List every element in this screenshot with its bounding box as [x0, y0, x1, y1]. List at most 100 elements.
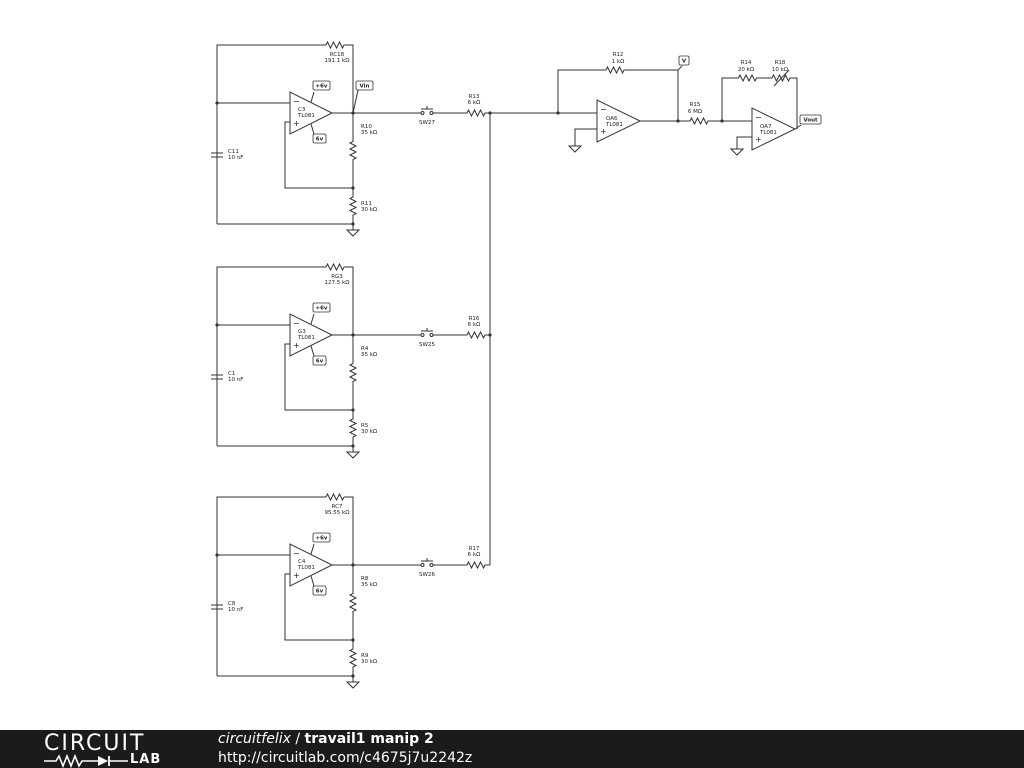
opamp-part: TL081 [297, 335, 315, 341]
feedback-resistor-value: 127.5 kΩ [325, 280, 350, 286]
opamp-triangle [289, 543, 334, 587]
wire [677, 65, 683, 71]
summing-resistor-value: 6 kΩ [468, 552, 481, 558]
feedback-resistor[interactable] [325, 492, 345, 502]
ground-icon [729, 145, 745, 156]
switch-contact [429, 333, 434, 337]
stage-switch[interactable] [418, 328, 436, 337]
divider-resistor-bottom[interactable] [348, 640, 358, 676]
r18-value: 10 kΩ [772, 67, 788, 73]
supply-negative-flag[interactable]: 6v [312, 355, 327, 366]
stage-switch[interactable] [418, 558, 436, 567]
timing-capacitor[interactable] [211, 140, 223, 170]
divider-top-name: R8 [361, 576, 369, 582]
junction-dot [720, 119, 724, 123]
divider-resistor-top[interactable] [348, 335, 358, 410]
wire [284, 343, 353, 411]
wire [557, 69, 600, 113]
divider-resistor-top[interactable] [348, 565, 358, 640]
divider-resistor-bottom[interactable] [348, 188, 358, 224]
ground-icon [345, 448, 361, 459]
stage-switch[interactable] [418, 106, 436, 115]
net-flag-label: Vout [803, 118, 818, 124]
switch-name: SW26 [419, 572, 435, 578]
plus-sign: + [293, 119, 300, 128]
summer-feedback-resistor[interactable] [600, 65, 630, 75]
minus-sign: − [293, 549, 300, 558]
wire [284, 121, 353, 189]
switch-contact [429, 563, 434, 567]
net-flag-label: 6v [316, 359, 324, 365]
summer-opamp[interactable]: −+ [596, 99, 642, 143]
summing-resistor[interactable] [462, 560, 490, 570]
ground-triangle [567, 145, 583, 153]
switch-contact [420, 333, 425, 337]
supply-negative-flag[interactable]: 6v [312, 585, 327, 596]
output-opamp-part: TL081 [759, 130, 777, 136]
vout-flag[interactable]: Vout [799, 114, 822, 125]
switch-name: SW25 [419, 342, 435, 348]
supply-positive-flag[interactable]: +6v [312, 80, 331, 91]
wire [791, 77, 798, 129]
divider-bottom-name: R9 [361, 653, 369, 659]
timing-capacitor[interactable] [211, 592, 223, 622]
net-flag-label: Vin [360, 84, 370, 90]
net-flag-box [312, 532, 331, 543]
opamp-part: TL081 [297, 565, 315, 571]
oscillator-opamp[interactable]: −+ [289, 91, 334, 135]
supply-positive-flag[interactable]: +6v [312, 302, 331, 313]
ground-icon [567, 142, 583, 153]
v-flag[interactable]: V [678, 55, 690, 66]
opamp-part: TL081 [297, 113, 315, 119]
net-flag-box [355, 80, 374, 91]
supply-positive-flag[interactable]: +6v [312, 532, 331, 543]
opamp-name: G3 [298, 329, 306, 335]
feedback-resistor[interactable] [325, 262, 345, 272]
wire [352, 89, 359, 114]
opamp-triangle [289, 313, 334, 357]
supply-negative-flag[interactable]: 6v [312, 133, 327, 144]
wire [310, 345, 315, 357]
output-opamp[interactable]: −+ [751, 107, 797, 151]
divider-bottom-value: 30 kΩ [361, 429, 377, 435]
resistor-r14[interactable] [738, 73, 757, 83]
oscillator-opamp[interactable]: −+ [289, 543, 334, 587]
summer-feedback-name: R12 [613, 52, 624, 58]
summer-opamp-part: TL081 [605, 122, 623, 128]
capacitor-name: C11 [228, 149, 239, 155]
summing-resistor-name: R17 [469, 546, 480, 552]
net-flag-box [312, 80, 331, 91]
feedback-resistor[interactable] [325, 40, 345, 50]
net-flag-label: +6v [315, 536, 327, 542]
minus-sign: − [600, 105, 607, 114]
circuitlab-logo[interactable]: CIRCUIT LAB [44, 731, 184, 768]
net-flag-box [312, 585, 327, 596]
r14-value: 20 kΩ [738, 67, 754, 73]
vin-flag[interactable]: Vin [355, 80, 374, 91]
plus-sign: + [293, 571, 300, 580]
summing-resistor[interactable] [462, 330, 490, 340]
series-resistor-r15[interactable] [686, 116, 712, 126]
divider-resistor-top[interactable] [348, 113, 358, 188]
project-title: circuitfelix / travail1 manip 2 [218, 731, 434, 748]
timing-capacitor[interactable] [211, 362, 223, 392]
project-name[interactable]: travail1 manip 2 [304, 731, 434, 747]
summing-resistor[interactable] [462, 108, 490, 118]
divider-bottom-name: R11 [361, 201, 372, 207]
junction-dot [488, 333, 492, 337]
switch-contact [420, 111, 425, 115]
project-url[interactable]: http://circuitlab.com/c4675j7u2242z [218, 750, 473, 766]
plus-sign: + [600, 127, 607, 136]
divider-resistor-bottom[interactable] [348, 410, 358, 446]
oscillator-opamp[interactable]: −+ [289, 313, 334, 357]
minus-sign: − [293, 97, 300, 106]
author-link[interactable]: circuitfelix [218, 731, 291, 747]
wire [574, 128, 597, 142]
wire [630, 69, 679, 121]
junction-dot [488, 111, 492, 115]
net-flag-box [312, 133, 327, 144]
logo-wordmark: CIRCUIT [44, 731, 146, 756]
wire [344, 496, 354, 565]
